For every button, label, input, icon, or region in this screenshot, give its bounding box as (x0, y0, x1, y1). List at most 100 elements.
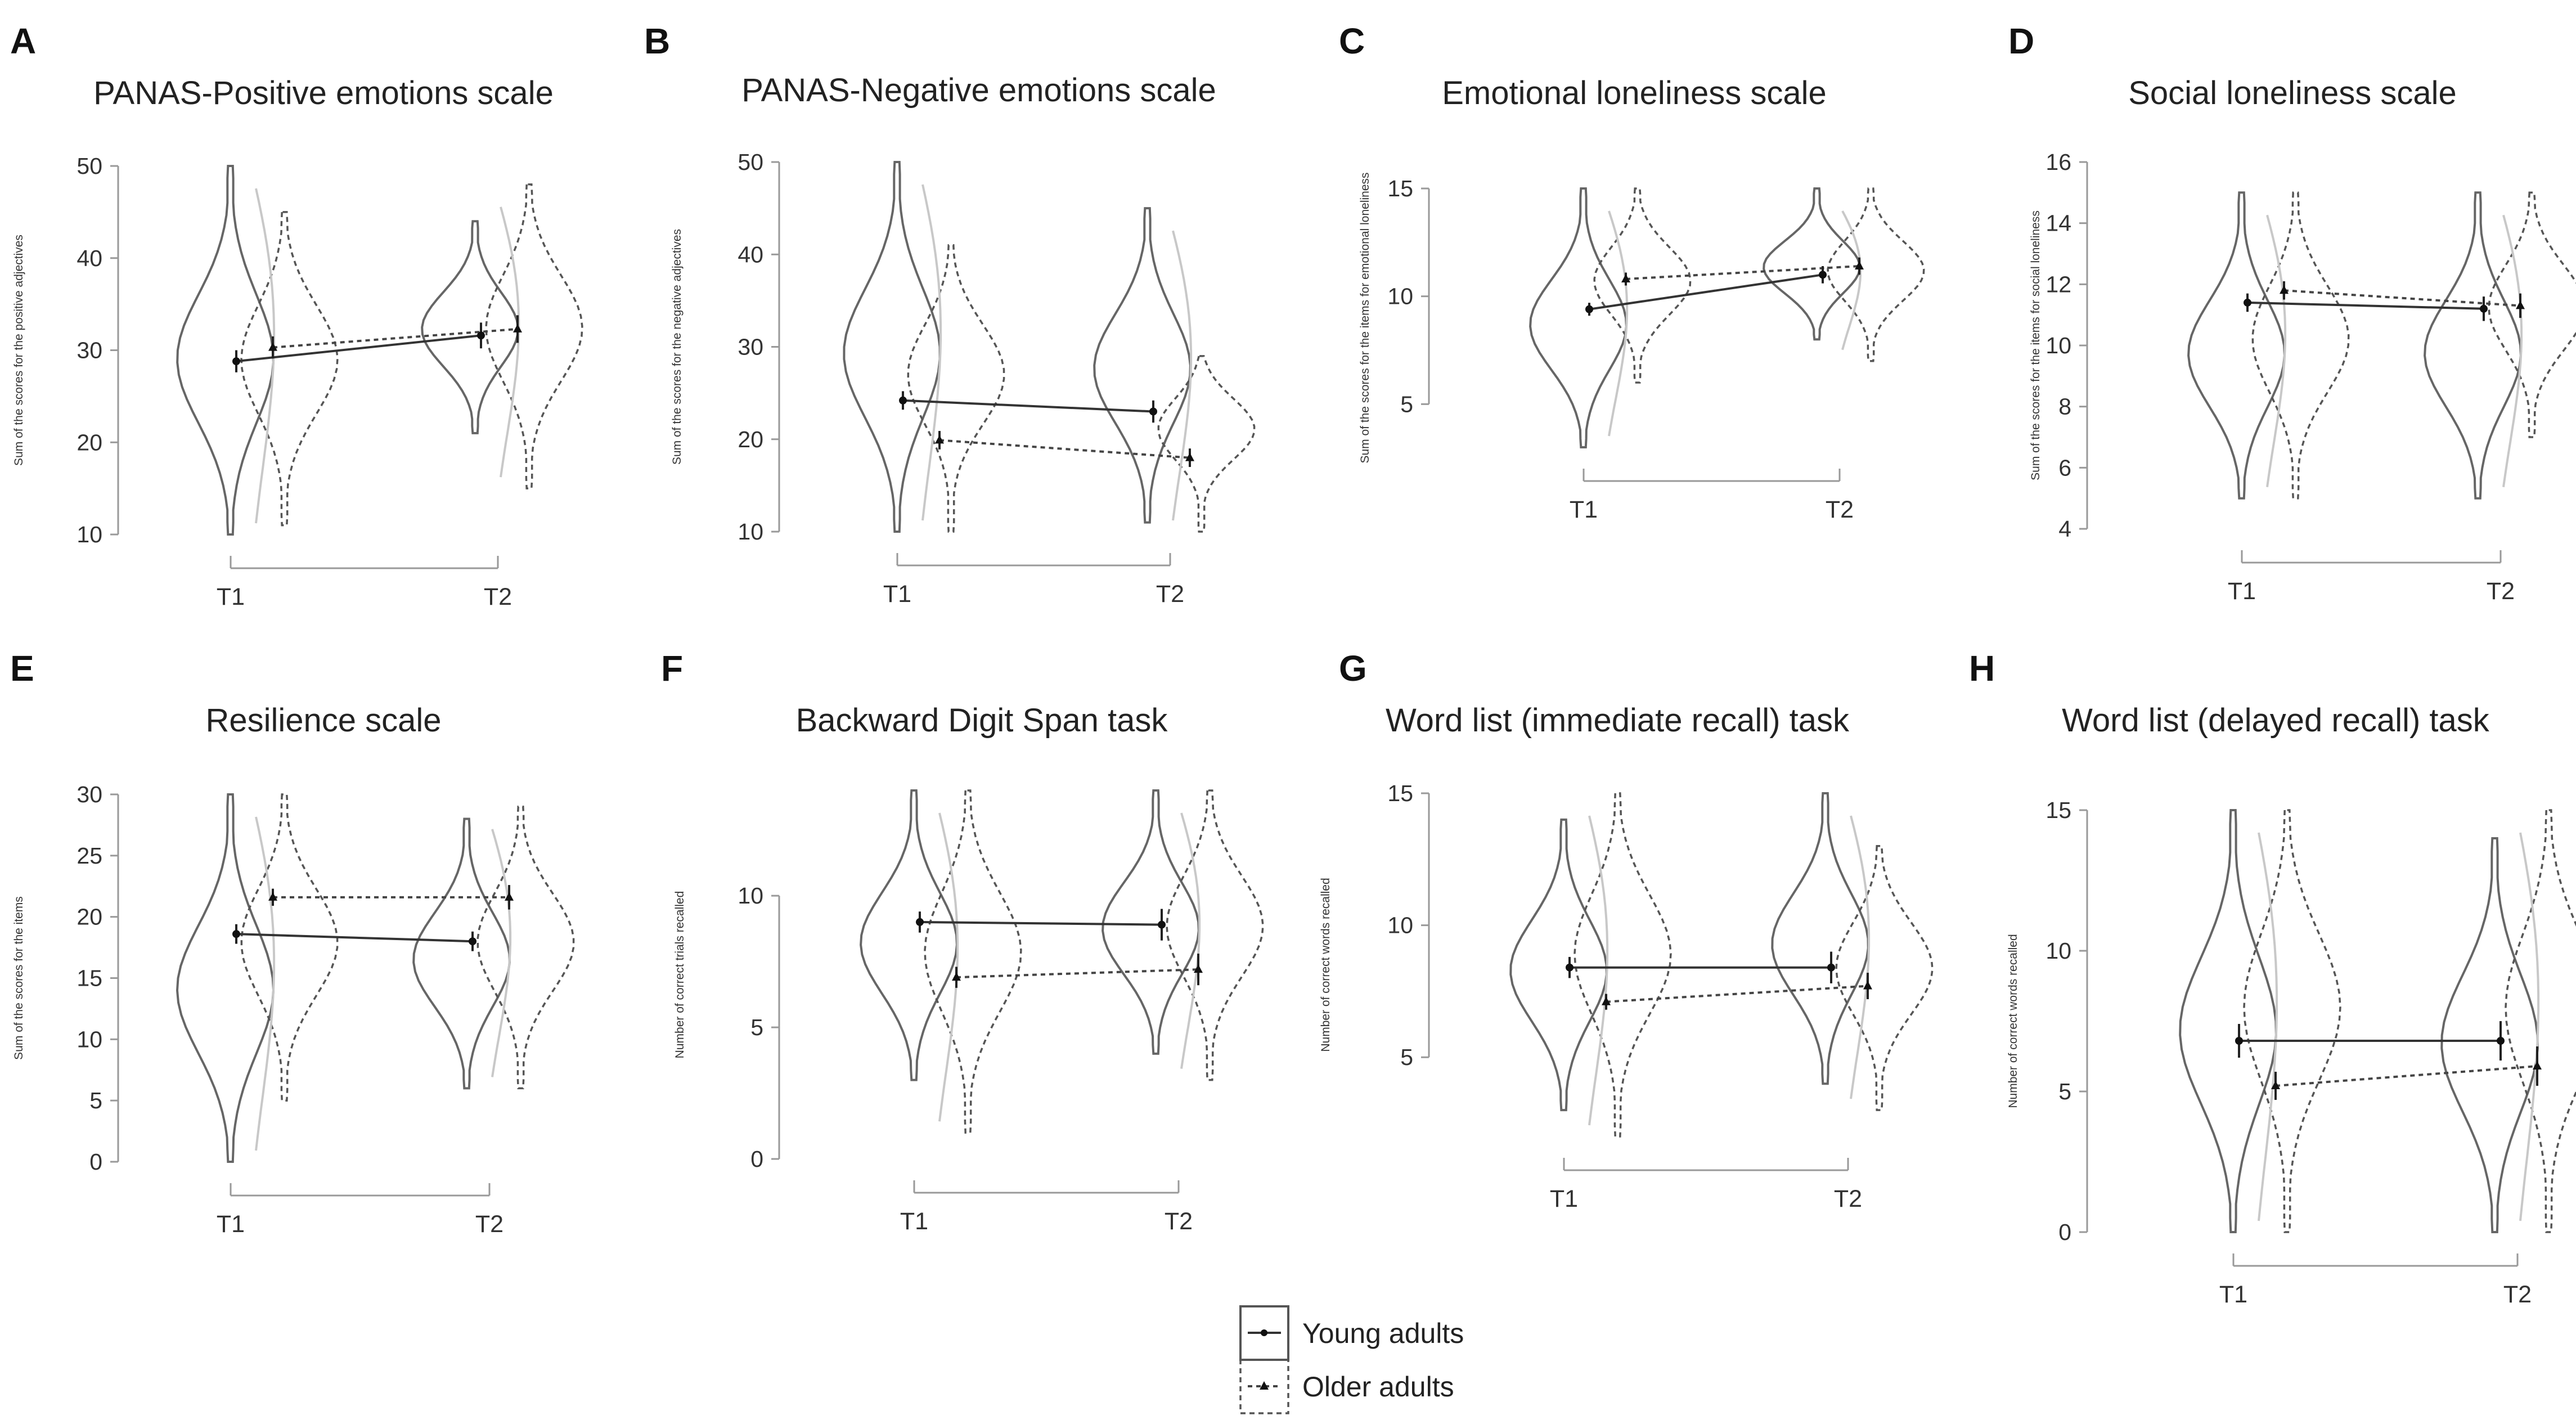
y-tick-label: 30 (77, 781, 102, 807)
y-tick-label: 10 (77, 522, 102, 547)
violin-old-t1 (240, 793, 339, 1102)
legend-box-young (1239, 1305, 1289, 1361)
x-tick-label: T2 (2487, 578, 2515, 605)
density-curve (255, 816, 276, 1151)
violin-young-t2 (1763, 187, 1861, 341)
mean-point-young (1827, 963, 1835, 972)
y-tick-label: 30 (738, 334, 763, 360)
violin-old-t2 (1166, 789, 1264, 1081)
mean-line-young (902, 399, 1154, 413)
density-curve (1172, 230, 1193, 521)
y-tick-label: 12 (2045, 271, 2071, 297)
density-curve (255, 188, 276, 524)
chart-title: Word list (immediate recall) task (1386, 702, 1850, 739)
violin-old-t2 (1827, 187, 1925, 362)
mean-line-old (956, 968, 1199, 979)
mean-line-young (236, 933, 473, 943)
y-tick-label: 15 (1387, 176, 1413, 201)
y-axis-label: Sum of the scores for the negative adjec… (671, 229, 684, 465)
chart-title: PANAS-Positive emotions scale (93, 75, 554, 111)
y-tick-label: 5 (89, 1088, 102, 1113)
mean-point-old (1194, 964, 1203, 973)
y-tick-label: 5 (750, 1014, 763, 1040)
y-axis-label: Sum of the scores for the items for soci… (2029, 210, 2042, 480)
mean-line-young (919, 920, 1162, 926)
violin-old-t1 (907, 244, 1005, 533)
x-tick-label: T1 (1570, 496, 1598, 523)
violin-young-t1 (176, 165, 275, 536)
y-tick-label: 40 (77, 245, 102, 271)
panel-letter: A (10, 21, 36, 61)
mean-point-young (477, 331, 485, 340)
mean-point-old (952, 972, 961, 981)
y-tick-label: 50 (738, 149, 763, 175)
x-tick-label: T1 (2219, 1281, 2247, 1308)
x-tick-label: T1 (217, 1211, 245, 1238)
y-axis-label: Number of correct words recalled (2007, 934, 2020, 1108)
mean-point-young (2480, 304, 2488, 313)
y-axis-label: Sum of the scores for the positive adjec… (12, 235, 25, 466)
y-tick-label: 4 (2058, 516, 2071, 542)
y-tick-label: 10 (1387, 913, 1413, 938)
panel-letter: G (1339, 648, 1367, 689)
y-tick-label: 10 (77, 1026, 102, 1052)
mean-point-young (1158, 920, 1166, 929)
chart-title: Emotional loneliness scale (1442, 75, 1826, 111)
panel-letter: H (1969, 648, 1995, 689)
y-tick-label: 20 (738, 426, 763, 452)
mean-line-young (2247, 301, 2484, 310)
x-tick-label: T2 (1156, 581, 1184, 608)
panel-letter: F (661, 648, 683, 689)
y-tick-label: 10 (2045, 332, 2071, 358)
mean-line-young (236, 334, 482, 363)
y-tick-label: 15 (77, 965, 102, 991)
mean-line-young (1589, 273, 1823, 311)
mean-point-old (268, 892, 277, 901)
y-tick-label: 0 (89, 1149, 102, 1175)
y-axis-label: Sum of the scores for the items for emot… (1359, 172, 1372, 463)
mean-point-old (2533, 1061, 2542, 1070)
violin-young-t2 (1093, 207, 1192, 524)
mean-line-old (272, 327, 518, 349)
violin-young-t2 (421, 220, 519, 434)
y-tick-label: 25 (77, 843, 102, 869)
violin-old-t2 (476, 806, 575, 1090)
mean-point-young (1566, 963, 1574, 972)
y-tick-label: 50 (77, 153, 102, 179)
chart-title: Backward Digit Span task (796, 702, 1168, 739)
panel-letter: B (644, 21, 670, 61)
violin-old-t1 (2251, 191, 2350, 500)
y-axis-label: Number of correct words recalled (1319, 878, 1332, 1051)
panel-letter: D (2008, 21, 2034, 61)
violin-old-t1 (1574, 792, 1672, 1138)
y-axis-label: Sum of the scores for the items (12, 896, 25, 1060)
y-tick-label: 6 (2058, 455, 2071, 480)
density-curve (491, 829, 512, 1077)
y-tick-label: 10 (1387, 284, 1413, 309)
panel-letter: C (1339, 21, 1365, 61)
mean-point-young (1585, 305, 1593, 313)
mean-point-young (899, 396, 907, 405)
mean-point-young (2244, 298, 2251, 307)
x-tick-label: T2 (1165, 1208, 1193, 1235)
mean-point-old (2271, 1081, 2280, 1089)
violin-young-t2 (2440, 837, 2539, 1233)
mean-point-young (916, 918, 924, 926)
mean-line-old (2275, 1065, 2538, 1087)
x-tick-label: T1 (217, 583, 245, 610)
mean-point-young (2497, 1037, 2505, 1045)
violin-old-t1 (924, 789, 1022, 1134)
density-curve (938, 812, 959, 1122)
density-curve (1180, 812, 1201, 1069)
legend-label-old: Older adults (1302, 1371, 1454, 1403)
mean-point-young (2235, 1037, 2243, 1045)
mean-point-old (2280, 285, 2289, 294)
density-curve (921, 184, 942, 521)
x-tick-label: T1 (1550, 1185, 1578, 1212)
violin-old-t2 (2488, 191, 2576, 438)
x-tick-label: T2 (2503, 1281, 2532, 1308)
chart-title: Word list (delayed recall) task (2062, 702, 2490, 739)
